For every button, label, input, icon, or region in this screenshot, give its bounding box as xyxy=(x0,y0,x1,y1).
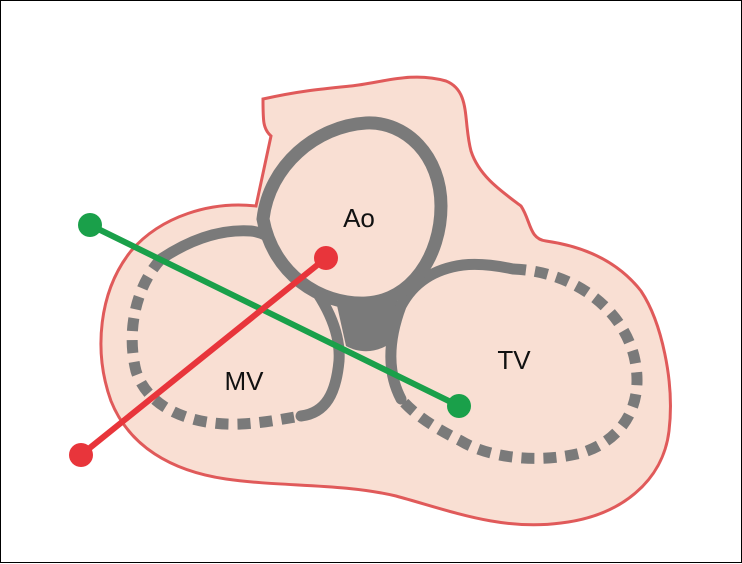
central-fibrous-body xyxy=(336,301,401,352)
mitral-valve-label: MV xyxy=(225,366,265,396)
red-measurement-line xyxy=(78,255,329,458)
tricuspid-valve-label: TV xyxy=(497,345,531,375)
tricuspid-dashed-annulus xyxy=(396,263,643,464)
red-line-start-point xyxy=(69,443,93,467)
aortic-root-ring xyxy=(256,116,448,310)
aorta-label: Ao xyxy=(343,203,375,233)
green-line-end-point xyxy=(447,394,471,418)
red-line-end-point xyxy=(314,246,338,270)
green-line-start-point xyxy=(78,213,102,237)
green-measurement-line xyxy=(87,222,462,409)
mitral-posterior-annulus xyxy=(126,255,302,430)
